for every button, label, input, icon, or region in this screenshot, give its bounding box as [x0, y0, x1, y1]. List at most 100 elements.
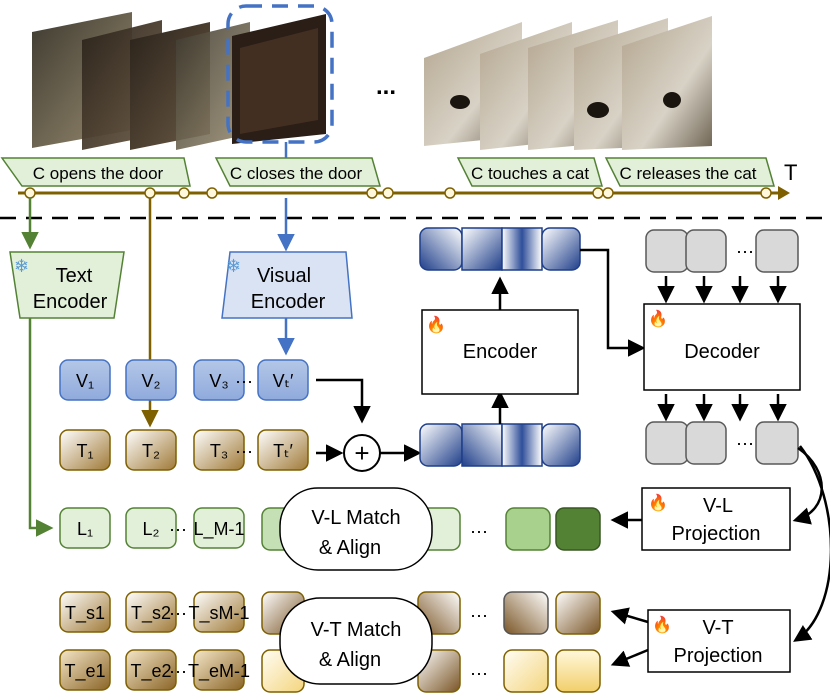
arrow-text-encoder-to-l1: [28, 318, 54, 537]
language-token-dots: ⋯: [169, 520, 187, 540]
timeline-markers: [24, 187, 772, 199]
video-frames-left: [32, 12, 326, 150]
start-time-token-label: T_s2: [131, 603, 171, 624]
vl-match-label-1: V-L Match: [311, 507, 400, 529]
vt-projection: 🔥 V-T Projection: [647, 609, 791, 673]
vl-match-align: V-L Match & Align: [279, 487, 433, 571]
narration-tag-3: C touches a cat: [456, 157, 603, 187]
language-token-row: L₁ L₂ L_M-1 ⋯: [59, 507, 245, 549]
narration-text-1: C opens the door: [33, 164, 164, 183]
timestamp-token-label: T₃: [210, 441, 228, 461]
vt-pred-dots-start: ⋯: [470, 606, 488, 626]
vt-prediction-tokens: ⋯ ⋯: [261, 591, 601, 693]
encoder-label: Encoder: [463, 341, 538, 363]
start-time-token: T_s1: [59, 591, 111, 633]
vl-projection: 🔥 V-L Projection: [641, 487, 791, 551]
add-symbol: +: [354, 438, 369, 468]
visual-token-label: Vₜ′: [273, 371, 294, 391]
visual-token: Vₜ′: [257, 359, 309, 401]
timestamp-token-label: T₁: [76, 441, 93, 461]
visual-token-label: V₂: [142, 371, 161, 391]
visual-token: V₁: [59, 359, 111, 401]
timestamp-token: T₃: [193, 429, 245, 471]
timestamp-token: T₁: [59, 429, 111, 471]
visual-token-label: V₃: [209, 371, 228, 391]
fire-icon: 🔥: [652, 615, 672, 634]
text-encoder-label-2: Encoder: [33, 291, 108, 313]
snowflake-icon: ❄: [14, 256, 29, 276]
video-frames-right: [424, 16, 712, 150]
start-time-token: T_s2: [125, 591, 177, 633]
visual-encoder-label-2: Encoder: [251, 291, 326, 313]
fire-icon: 🔥: [648, 309, 668, 328]
add-operator: +: [343, 434, 381, 472]
visual-token-row: V₁ V₂ V₃ Vₜ′ ⋯: [59, 359, 309, 401]
end-time-token: T_e1: [59, 649, 111, 691]
decoder-queries: ⋯: [645, 229, 799, 273]
language-token: L₁: [59, 507, 111, 549]
narration-tag-2: C closes the door: [214, 157, 381, 187]
timestamp-token: T₂: [125, 429, 177, 471]
text-encoder-label-1: Text: [56, 265, 93, 287]
timestamp-token: Tₜ′: [257, 429, 309, 471]
vl-pred-dots: ⋯: [470, 522, 488, 542]
snowflake-icon: ❄: [226, 256, 241, 276]
vl-projection-label-1: V-L: [703, 495, 733, 517]
end-time-token-label: T_e2: [130, 661, 171, 682]
end-time-token-label: T_eM-1: [188, 661, 250, 682]
timestamp-token-label: Tₜ′: [273, 441, 293, 461]
visual-token: V₂: [125, 359, 177, 401]
end-time-token: T_eM-1: [188, 649, 250, 691]
language-token-label: L₂: [143, 519, 160, 539]
visual-token-label: V₁: [76, 371, 94, 391]
vl-projection-label-2: Projection: [672, 523, 761, 545]
output-dots: ⋯: [736, 434, 754, 454]
encoder-output-tokens: [419, 227, 581, 271]
language-token-label: L₁: [77, 519, 93, 539]
start-time-token-label: T_sM-1: [188, 603, 249, 624]
decoder-block: 🔥 Decoder: [643, 303, 801, 391]
timeline-arrowhead: [778, 186, 790, 200]
end-time-token-label: T_e1: [64, 661, 105, 682]
vt-pred-dots-end: ⋯: [470, 664, 488, 684]
decoder-output-arrows: [657, 394, 787, 422]
language-token: L_M-1: [193, 507, 245, 549]
visual-token: V₃: [193, 359, 245, 401]
timestamp-token-dots: ⋯: [235, 442, 253, 462]
language-token: L₂: [125, 507, 177, 549]
arrow-vt-proj-to-start: [610, 607, 649, 625]
visual-encoder-label-1: Visual: [257, 265, 311, 287]
end-time-token: T_e2: [125, 649, 177, 691]
selected-frame-highlight: [226, 4, 334, 144]
frames-ellipsis: ...: [376, 73, 396, 100]
narration-text-2: C closes the door: [230, 164, 363, 183]
language-token-label: L_M-1: [193, 519, 244, 540]
decoder-label: Decoder: [684, 341, 760, 363]
vt-projection-label-2: Projection: [674, 645, 763, 667]
visual-encoder: ❄ Visual Encoder: [221, 251, 353, 319]
decoder-input-arrows: [657, 276, 787, 304]
narration-text-4: C releases the cat: [619, 164, 756, 183]
vt-projection-label-1: V-T: [702, 617, 733, 639]
vt-match-align: V-T Match & Align: [279, 597, 433, 685]
narration-text-3: C touches a cat: [471, 164, 589, 183]
timestamp-token-label: T₂: [142, 441, 160, 461]
vt-match-label-1: V-T Match: [311, 619, 402, 641]
arrow-vt-proj-to-end: [610, 648, 649, 667]
arrow-decoder-to-vt-proj: [793, 445, 830, 642]
encoder-block: 🔥 Encoder: [421, 309, 579, 395]
arrow-memory-to-decoder: [580, 248, 646, 357]
start-time-token-dots: ⋯: [169, 604, 187, 624]
narration-tag-1: C opens the door: [0, 157, 191, 187]
vl-match-label-2: & Align: [319, 537, 381, 559]
arrow-v-to-add: [316, 378, 371, 424]
text-encoder: ❄ Text Encoder: [9, 251, 125, 319]
fused-tokens: [419, 423, 581, 467]
decoder-outputs: ⋯: [645, 421, 799, 465]
vt-match-label-2: & Align: [319, 649, 381, 671]
query-dots: ⋯: [736, 242, 754, 262]
visual-token-dots: ⋯: [235, 372, 253, 392]
fire-icon: 🔥: [648, 493, 668, 512]
